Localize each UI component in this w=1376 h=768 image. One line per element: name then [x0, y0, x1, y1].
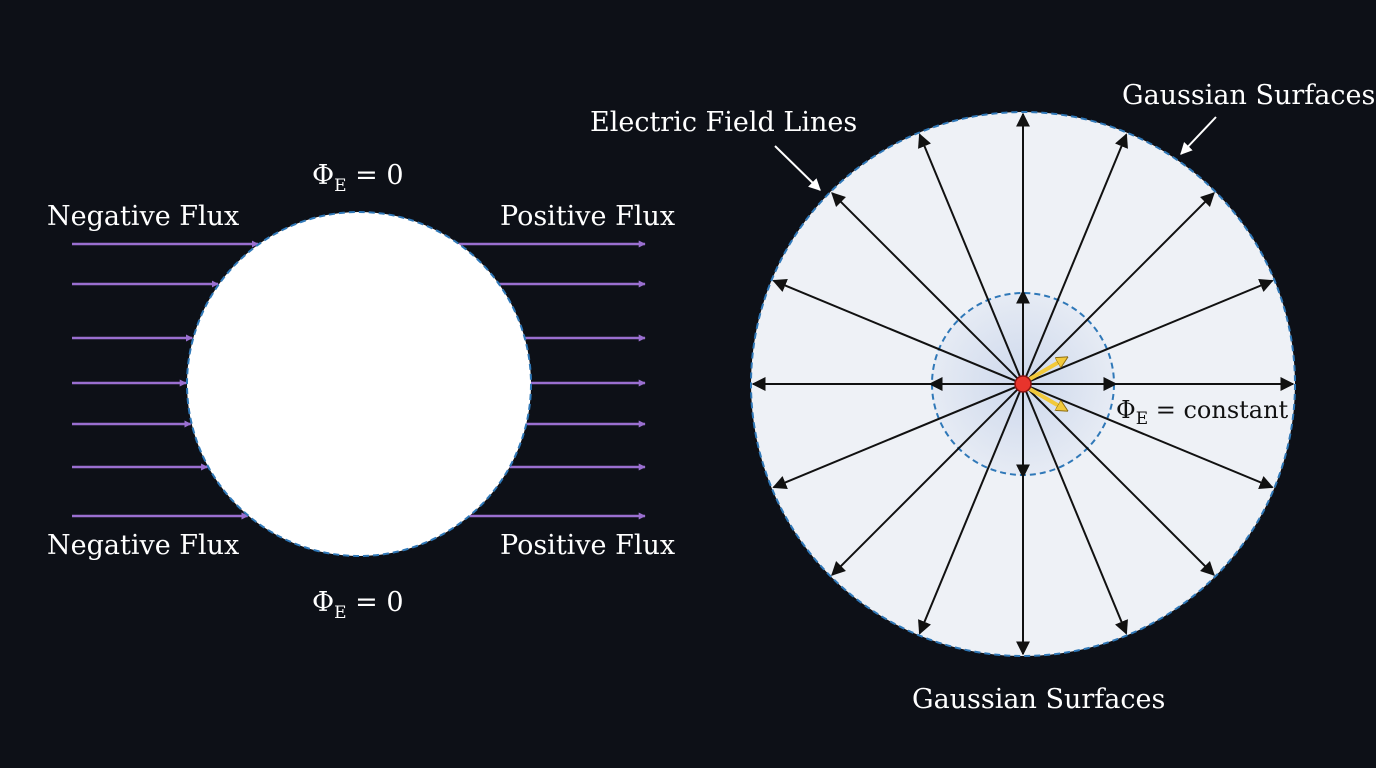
flux-arrows — [72, 240, 646, 520]
gaussian-surfaces-label-top: Gaussian Surfaces — [1122, 80, 1375, 111]
highlight-arrow-upper — [1026, 358, 1066, 382]
field-line — [1022, 383, 1215, 576]
negative-flux-label-top: Negative Flux — [47, 201, 239, 232]
flux-zero-label-bottom: ΦE = 0 — [312, 587, 404, 623]
field-line — [831, 383, 1024, 576]
positive-flux-label-top: Positive Flux — [500, 201, 675, 232]
field-line — [831, 192, 1024, 385]
field-line — [772, 383, 1024, 489]
closed-gaussian-surface — [186, 211, 532, 557]
field-line — [918, 133, 1024, 385]
field-line — [1022, 192, 1215, 385]
left-panel: ΦE = 0 ΦE = 0 Negative Flux Negative Flu… — [47, 160, 675, 623]
constant-flux-label: ΦE = constant — [1116, 396, 1289, 429]
positive-flux-label-bottom: Positive Flux — [500, 530, 675, 561]
gaussian-surfaces-label-bottom: Gaussian Surfaces — [912, 684, 1165, 715]
point-charge — [1014, 375, 1032, 393]
right-panel: ΦE = constant Electric Field Lines Gauss… — [590, 80, 1375, 715]
field-line — [1022, 383, 1128, 635]
electric-field-lines-label: Electric Field Lines — [590, 107, 857, 138]
electric-field-lines-pointer — [774, 145, 821, 191]
gaussian-surfaces-pointer — [1180, 116, 1217, 155]
flux-zero-label-top: ΦE = 0 — [312, 160, 404, 196]
field-line — [918, 383, 1024, 635]
field-line — [1022, 133, 1128, 385]
highlight-arrow-lower — [1026, 386, 1066, 410]
field-line — [772, 279, 1024, 385]
negative-flux-label-bottom: Negative Flux — [47, 530, 239, 561]
electric-field-lines — [751, 112, 1295, 656]
